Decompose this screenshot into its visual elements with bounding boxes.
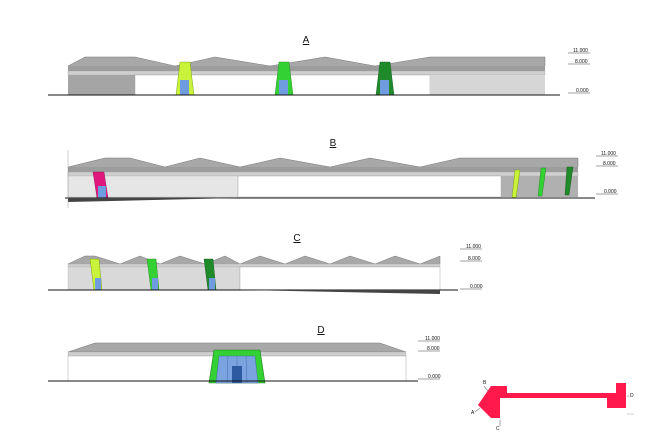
roof bbox=[68, 66, 545, 71]
level-label: 11.000 bbox=[425, 336, 440, 342]
key-label-a: A bbox=[471, 410, 475, 416]
level-label: 8.000 bbox=[603, 161, 616, 167]
entrance-glazing bbox=[209, 278, 215, 290]
facade-band bbox=[67, 171, 579, 177]
elevation-b: B 11.000 8.000 0.000 bbox=[65, 138, 618, 208]
elevation-c: C 11.000 8.000 0.000 bbox=[48, 233, 483, 294]
wall-middle bbox=[237, 175, 502, 198]
level-label: 0.000 bbox=[576, 88, 589, 94]
roof-sawtooth bbox=[67, 157, 579, 168]
level-label: 0.000 bbox=[604, 189, 617, 195]
key-plan: B A C D bbox=[471, 380, 634, 432]
entrance-glazing bbox=[279, 80, 288, 95]
elevation-a: A 11.000 8.000 0.000 bbox=[48, 35, 590, 96]
roof bbox=[68, 167, 578, 172]
key-label-b: B bbox=[483, 380, 487, 386]
facade-band bbox=[67, 263, 441, 268]
level-label: 11.000 bbox=[466, 244, 481, 250]
level-label: 0.000 bbox=[428, 374, 441, 380]
roof-sawtooth bbox=[67, 56, 546, 67]
level-markers: 11.000 8.000 0.000 bbox=[460, 244, 483, 290]
entrance-glazing bbox=[98, 186, 106, 198]
ground-slope bbox=[240, 290, 440, 294]
level-label: 8.000 bbox=[575, 59, 588, 65]
elevation-title: C bbox=[293, 233, 300, 244]
key-label-c: C bbox=[496, 426, 500, 432]
entrance-glazing bbox=[380, 80, 389, 95]
level-label: 8.000 bbox=[427, 346, 440, 352]
key-plan-shape bbox=[478, 383, 626, 418]
wall-left bbox=[67, 175, 239, 198]
elevation-title: B bbox=[330, 138, 337, 149]
facade-band bbox=[67, 70, 546, 76]
entrance-glazing bbox=[95, 278, 101, 290]
roof-sawtooth bbox=[67, 255, 441, 265]
level-label: 11.000 bbox=[601, 151, 616, 157]
entrance-glazing bbox=[180, 80, 189, 95]
entrance-door bbox=[232, 366, 242, 383]
elevation-title: D bbox=[317, 325, 324, 336]
level-label: 0.000 bbox=[470, 284, 483, 290]
level-markers: 11.000 8.000 0.000 bbox=[418, 336, 441, 380]
level-label: 11.000 bbox=[573, 48, 588, 54]
level-markers: 11.000 8.000 0.000 bbox=[568, 48, 590, 94]
key-label-d: D bbox=[630, 393, 634, 399]
entrance-canopy bbox=[564, 166, 574, 196]
ground-slope bbox=[68, 198, 238, 202]
wall-right bbox=[239, 266, 441, 291]
wall-right bbox=[430, 75, 545, 95]
level-label: 8.000 bbox=[468, 256, 481, 262]
wall-left bbox=[68, 75, 135, 95]
entrance-glazing bbox=[152, 278, 158, 290]
level-markers: 11.000 8.000 0.000 bbox=[596, 151, 618, 195]
entrance-canopy bbox=[537, 167, 547, 197]
elevation-d: D 11.000 8.000 0.000 bbox=[48, 325, 441, 384]
elevation-title: A bbox=[303, 35, 310, 46]
